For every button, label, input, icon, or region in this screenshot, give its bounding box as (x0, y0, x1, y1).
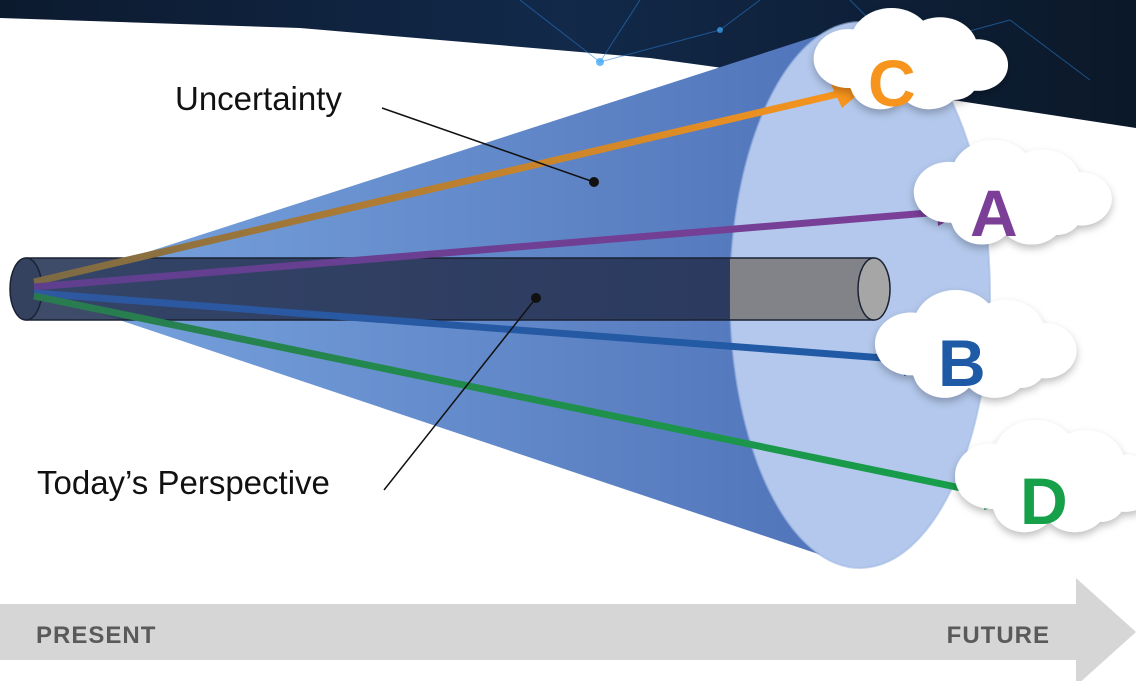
scenario-a-path (33, 208, 941, 291)
perspective-label: Today’s Perspective (37, 464, 330, 501)
scenario-b-label: B (938, 326, 986, 400)
scenario-d-label: D (1020, 464, 1068, 538)
uncertainty-label: Uncertainty (175, 80, 342, 117)
timeline-end-label: FUTURE (947, 622, 1050, 649)
uncertainty-callout: Uncertainty (175, 80, 599, 187)
perspective-tube (9, 257, 891, 321)
scenario-c-label: C (868, 46, 916, 120)
scenario-c-path (33, 90, 839, 286)
scenario-a-label: A (970, 176, 1018, 250)
scenario-d-path (33, 292, 991, 498)
timeline-start-label: PRESENT (36, 622, 156, 649)
scenario-b-path (33, 289, 911, 364)
timeline-arrow: PRESENT FUTURE (0, 578, 1136, 681)
perspective-callout: Today’s Perspective (37, 293, 541, 501)
